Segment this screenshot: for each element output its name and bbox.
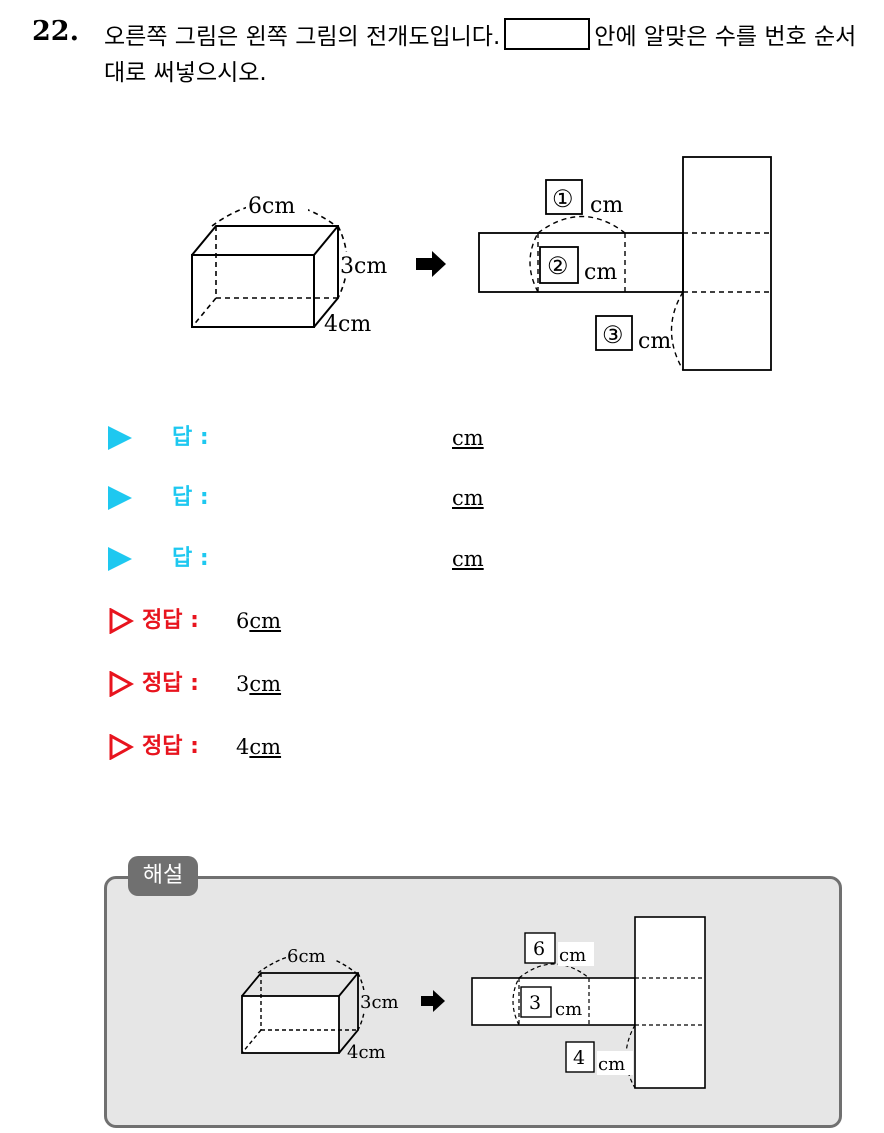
blank-2-label: ② [547,252,569,280]
question-figure: 6cm 3cm 4cm ① cm ② cm ③ cm [191,156,772,371]
question-text-part1: 오른쪽 그림은 왼쪽 그림의 전개도입니다. [104,24,501,50]
net-strip [471,977,636,1026]
answer-row-1: 답 : cm [108,421,608,455]
play-triangle-icon [108,547,132,571]
answer-label: 답 : [172,425,209,450]
answer-row-2: 답 : cm [108,481,608,515]
height-label: 3cm [340,254,387,279]
solution-row-2: 정답 : 3cm [108,667,408,701]
answer-box-1-value: 6 [533,938,545,960]
answer-unit: cm [452,547,484,571]
answer-box-2-value: 3 [529,992,541,1014]
blank-1-label: ① [552,185,574,213]
play-triangle-icon [108,426,132,450]
cuboid-edge [338,972,359,997]
cuboid-front-face [241,995,340,1054]
width-label: 6cm [287,946,326,967]
net-arc-2 [529,232,539,293]
cuboid-front-face [191,254,315,328]
question-number: 22. [32,16,79,47]
solution-value: 6cm [236,609,282,633]
answer-box-3 [565,1041,595,1073]
answer-box-1 [524,932,556,964]
answer-label: 답 : [172,546,209,571]
blank-box-sample [504,18,591,50]
answer-label: 답 : [172,485,209,510]
outline-triangle-icon [109,608,134,634]
answer-box-3-unit: cm [598,1054,625,1075]
arrow-right-icon [416,251,446,277]
answer-row-3: 답 : cm [108,542,608,576]
cuboid-hidden-edge [191,297,217,328]
net-column [682,156,772,371]
width-label: 6cm [248,194,295,219]
solution-row-3: 정답 : 4cm [108,730,408,764]
outline-triangle-icon [109,671,134,697]
answer-unit: cm [452,486,484,510]
height-label: 3cm [360,992,399,1013]
solution-row-1: 정답 : 6cm [108,604,408,638]
answer-box-3-value: 4 [573,1047,585,1069]
depth-label: 4cm [324,312,371,337]
answer-unit: cm [452,426,484,450]
net-arc-1 [518,963,590,979]
play-triangle-icon [108,486,132,510]
blank-2-box [539,246,579,284]
net-arc-1 [537,215,626,234]
solution-label: 정답 : [142,608,199,633]
solution-value: 3cm [236,672,282,696]
depth-label: 4cm [347,1042,386,1063]
blank-3-unit: cm [638,329,671,354]
answer-box-2-unit: cm [555,999,582,1020]
blank-1-unit: cm [590,193,623,218]
outline-triangle-icon [109,734,134,760]
answer-box-1-unit: cm [559,945,586,966]
blank-3-label: ③ [602,321,624,349]
blank-3-box [595,315,633,351]
explanation-tab: 해설 [128,856,198,896]
blank-2-unit: cm [584,260,617,285]
net-arc-3 [670,291,684,371]
net-column [634,916,706,1089]
net-arc-3 [625,1024,636,1089]
solution-value: 4cm [236,735,282,759]
cuboid-hidden-edge [241,1029,262,1054]
cuboid-edge [313,225,339,256]
blank-1-box [545,179,583,215]
solution-label: 정답 : [142,671,199,696]
question-text-part2: 안에 알맞은 수를 번호 순서대로 써넣으시오. [104,24,857,86]
width-arc [257,953,357,974]
answer-box-2 [520,986,552,1018]
arrow-right-icon [421,990,445,1012]
question-text: 오른쪽 그림은 왼쪽 그림의 전개도입니다.안에 알맞은 수를 번호 순서대로 … [104,18,874,91]
net-arc-2 [512,977,520,1026]
solution-label: 정답 : [142,734,199,759]
